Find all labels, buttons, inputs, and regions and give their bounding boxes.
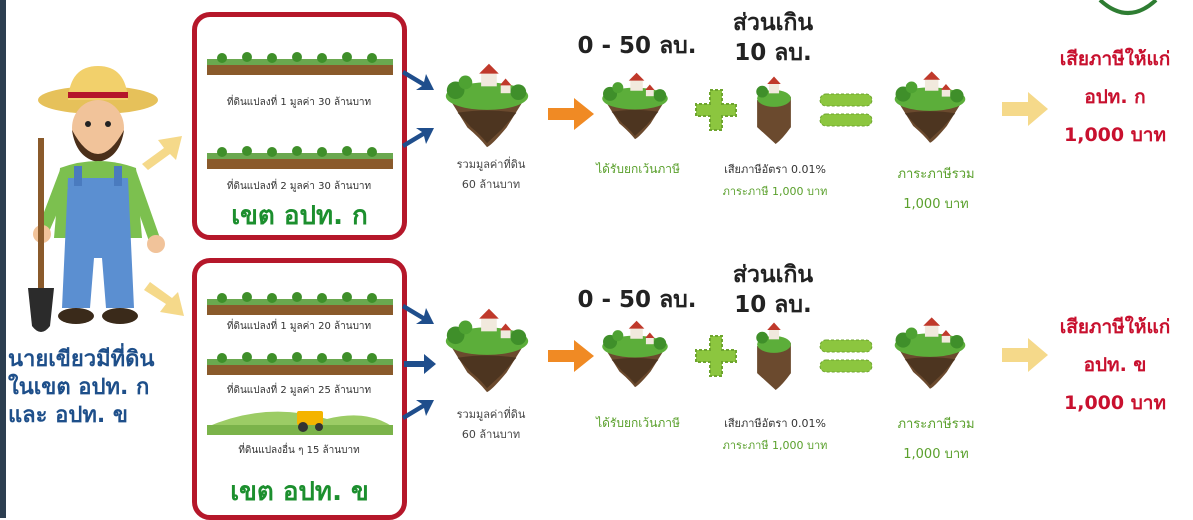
zone-a-tax-rate: เสียภาษีอัตรา 0.01%: [724, 163, 826, 176]
zone-a-excess-island: [756, 68, 792, 144]
zone-a-range-label: 0 - 50 ลบ.: [577, 33, 697, 59]
zone-a-exempt-label: ได้รับยกเว้นภาษี: [596, 162, 680, 176]
zone-a-total-line1: รวมมูลค่าที่ดิน: [456, 158, 526, 171]
zone-a-exempt-island: [596, 62, 674, 146]
zone-b-total-line2: 60 ล้านบาท: [461, 428, 521, 441]
zone-a-total-value: รวมมูลค่าที่ดิน 60 ล้านบาท: [436, 155, 546, 195]
zone-b-plot-3-illustration: [207, 399, 393, 439]
zone-a-total-burden: ภาระภาษีรวม 1,000 บาท: [876, 160, 996, 220]
zone-a-plot-2-label: ที่ดินแปลงที่ 2 มูลค่า 30 ล้านบาท: [226, 181, 372, 192]
zone-b-plus-icon: [695, 335, 737, 377]
zone-a-panel: ที่ดินแปลงที่ 1 มูลค่า 30 ล้านบาท ที่ดิน…: [192, 12, 407, 240]
zone-b-total-line1: รวมมูลค่าที่ดิน: [456, 408, 526, 421]
zone-b-total-value: รวมมูลค่าที่ดิน 60 ล้านบาท: [436, 405, 546, 445]
zone-b-total-burden-value: 1,000 บาท: [903, 447, 969, 462]
zone-b-total-burden: ภาระภาษีรวม 1,000 บาท: [876, 410, 996, 470]
zone-b-result-line3: 1,000 บาท: [1064, 392, 1166, 414]
zone-a-total-line2: 60 ล้านบาท: [461, 178, 521, 191]
zone-a-excess-label: ส่วนเกิน 10 ลบ.: [718, 8, 828, 68]
farmer-caption-line3: และ อปท. ข: [8, 403, 128, 428]
zone-b-excess-label: ส่วนเกิน 10 ลบ.: [718, 260, 828, 320]
zone-b-plot-3-arrow: [402, 400, 434, 420]
zone-b-range-label: 0 - 50 ลบ.: [577, 287, 697, 313]
zone-b-plot-1-illustration: [207, 285, 393, 319]
logo-partial: [1098, 0, 1158, 15]
farmer-illustration: [28, 66, 165, 332]
zone-b-combined-land-island: [438, 300, 536, 396]
zone-b-plot-2-arrow: [404, 354, 436, 374]
zone-a-result: เสียภาษีให้แก่ อปท. ก 1,000 บาท: [1040, 40, 1190, 154]
zone-b-result-line1: เสียภาษีให้แก่: [1059, 316, 1171, 338]
zone-b-tax-burden: ภาระภาษี 1,000 บาท: [722, 439, 828, 452]
zone-b-orange-arrow: [548, 340, 594, 372]
left-edge-bar: [0, 0, 6, 518]
zone-b-plot-3-label: ที่ดินแปลงอื่น ๆ 15 ล้านบาท: [238, 445, 360, 456]
farmer-to-zone-b-arrow: [144, 282, 184, 316]
zone-a-total-island: [888, 62, 972, 148]
zone-b-result: เสียภาษีให้แก่ อปท. ข 1,000 บาท: [1040, 308, 1190, 422]
zone-b-excess-line2: 10 ลบ.: [734, 292, 812, 318]
zone-b-equals-icon: [819, 339, 873, 373]
zone-b-plot-2-label: ที่ดินแปลงที่ 2 มูลค่า 25 ล้านบาท: [226, 385, 372, 396]
farmer-caption-line1: นายเขียวมีที่ดิน: [8, 347, 155, 372]
zone-a-plot-2-illustration: [207, 139, 393, 173]
zone-a-plot-2-arrow: [402, 128, 434, 148]
zone-a-orange-arrow: [548, 98, 594, 130]
zone-a-total-burden-value: 1,000 บาท: [903, 197, 969, 212]
zone-a-excess-line2: 10 ลบ.: [734, 40, 812, 66]
zone-a-yellow-arrow: [1002, 92, 1048, 126]
zone-a-excess-line1: ส่วนเกิน: [732, 10, 814, 36]
zone-a-tax-burden: ภาระภาษี 1,000 บาท: [722, 185, 828, 198]
zone-a-result-line2: อปท. ก: [1084, 86, 1146, 108]
zone-a-plot-1-arrow: [402, 70, 434, 90]
zone-a-plot-1-label: ที่ดินแปลงที่ 1 มูลค่า 30 ล้านบาท: [226, 97, 372, 108]
zone-a-result-line1: เสียภาษีให้แก่: [1059, 48, 1171, 70]
zone-b-excess-island: [756, 314, 792, 390]
zone-a-equals-icon: [819, 93, 873, 127]
zone-b-total-burden-label: ภาระภาษีรวม: [897, 417, 975, 432]
farmer-caption-line2: ในเขต อปท. ก: [8, 375, 150, 400]
zone-b-exempt-label: ได้รับยกเว้นภาษี: [596, 416, 680, 430]
farmer-caption: นายเขียวมีที่ดิน ในเขต อปท. ก และ อปท. ข: [8, 346, 178, 430]
zone-a-plus-icon: [695, 89, 737, 131]
zone-b-excess-line1: ส่วนเกิน: [732, 262, 814, 288]
zone-b-title: เขต อปท. ข: [230, 477, 369, 507]
zone-a-plot-1-illustration: [207, 45, 393, 79]
zone-a-title: เขต อปท. ก: [231, 201, 368, 231]
zone-a-total-burden-label: ภาระภาษีรวม: [897, 167, 975, 182]
zone-b-total-island: [888, 308, 972, 394]
farmer-to-zone-a-arrow: [142, 136, 182, 170]
zone-b-plot-2-illustration: [207, 345, 393, 379]
zone-b-panel: ที่ดินแปลงที่ 1 มูลค่า 20 ล้านบาท ที่ดิน…: [192, 258, 407, 520]
zone-a-combined-land-island: [438, 55, 536, 151]
zone-b-yellow-arrow: [1002, 338, 1048, 372]
zone-b-tax-rate: เสียภาษีอัตรา 0.01%: [724, 417, 826, 430]
zone-b-result-line2: อปท. ข: [1083, 354, 1147, 376]
zone-b-exempt-island: [596, 310, 674, 394]
zone-b-plot-1-label: ที่ดินแปลงที่ 1 มูลค่า 20 ล้านบาท: [226, 321, 372, 332]
zone-a-result-line3: 1,000 บาท: [1064, 124, 1166, 146]
zone-b-plot-1-arrow: [402, 304, 434, 324]
